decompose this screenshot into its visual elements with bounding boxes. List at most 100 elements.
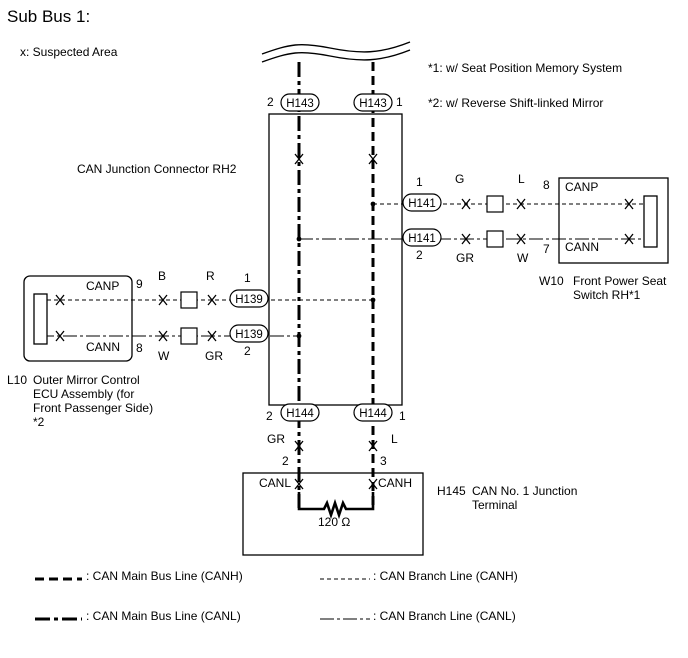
connector-label: H144 (286, 408, 314, 420)
connector-h139-top[interactable]: H139 (229, 289, 269, 308)
inline-connector-square (180, 327, 198, 345)
connector-label: H144 (359, 408, 387, 420)
connector-h139-bottom[interactable]: H139 (229, 324, 269, 343)
x-mark (294, 440, 304, 452)
splice-dot (370, 201, 376, 207)
pin-number: 1 (244, 271, 251, 285)
w10-name: Front Power Seat (573, 274, 667, 288)
splice-dot (296, 333, 302, 339)
wire-color-label: GR (205, 349, 223, 363)
wire-color-label: G (455, 172, 464, 186)
x-mark (207, 330, 217, 342)
x-mark (294, 153, 304, 165)
wire-color-label: L (391, 432, 398, 446)
pin-number: 1 (396, 95, 403, 109)
canp-label: CANP (565, 180, 598, 194)
inline-connector-square (180, 291, 198, 309)
wire-color-label: L (518, 172, 525, 186)
x-mark (294, 478, 304, 490)
connector-label: H141 (408, 198, 436, 210)
splice-dot (370, 297, 376, 303)
x-mark (55, 330, 65, 342)
junction-terminal-box (242, 472, 424, 556)
x-mark (55, 294, 65, 306)
canh-label: CANH (378, 476, 412, 490)
inline-connector-square (486, 230, 504, 248)
legend-main-canh-label: : CAN Main Bus Line (CANH) (86, 569, 243, 583)
connector-h144-left[interactable]: H144 (280, 403, 320, 422)
wire-color-label: W (517, 251, 529, 265)
legend-main-canl-label: : CAN Main Bus Line (CANL) (86, 609, 241, 623)
cann-label: CANN (565, 240, 599, 254)
w10-code: W10 (539, 274, 564, 288)
l10-name-line1: Outer Mirror Control (33, 373, 140, 387)
pin-number: 2 (416, 248, 423, 262)
cann-label: CANN (86, 340, 120, 354)
terminating-resistor (297, 492, 375, 520)
connector-h141-bottom[interactable]: H141 (402, 228, 442, 247)
x-mark (624, 198, 634, 210)
connector-label: H139 (235, 294, 263, 306)
connector-label: H143 (359, 98, 387, 110)
h145-code: H145 (437, 484, 466, 498)
x-mark (516, 233, 526, 245)
pin-number: 2 (266, 409, 273, 423)
switch-terminal-block (643, 195, 658, 248)
connector-h143-right[interactable]: H143 (353, 93, 393, 112)
l10-name-line3: Front Passenger Side) (33, 401, 153, 415)
front-power-seat-switch-box (558, 177, 669, 264)
resistor-label: 120 Ω (318, 515, 350, 529)
l10-name-line4: *2 (33, 415, 45, 429)
legend: : CAN Main Bus Line (CANH) : CAN Main Bu… (35, 569, 518, 623)
w10-name-line2: Switch RH*1 (573, 288, 641, 302)
pin-number: 2 (244, 344, 251, 358)
connector-label: H141 (408, 233, 436, 245)
pin-number: 1 (416, 175, 423, 189)
pin-number: 8 (136, 341, 143, 355)
x-mark (516, 198, 526, 210)
x-mark (158, 330, 168, 342)
canp-label: CANP (86, 279, 119, 293)
pin-number: 8 (543, 178, 550, 192)
x-mark (624, 233, 634, 245)
diagram-title: Sub Bus 1: (7, 7, 90, 26)
pin-number: 2 (267, 95, 274, 109)
cut-line-top (261, 41, 411, 55)
legend-branch-canh-label: : CAN Branch Line (CANH) (373, 569, 518, 583)
x-mark (158, 294, 168, 306)
splice-dot (296, 236, 302, 242)
note-1: *1: w/ Seat Position Memory System (428, 61, 622, 75)
l10-name-line2: ECU Assembly (for (33, 387, 134, 401)
connector-h143-left[interactable]: H143 (280, 93, 320, 112)
x-mark (368, 153, 378, 165)
pin-number: 2 (282, 454, 289, 468)
suspected-area-marks (55, 153, 634, 490)
connector-label: H139 (235, 329, 263, 341)
wire-color-label: B (158, 269, 166, 283)
wire-color-label: W (158, 349, 170, 363)
x-mark (368, 478, 378, 490)
connector-label: H143 (286, 98, 314, 110)
inline-connector-square (486, 195, 504, 213)
l10-code: L10 (7, 373, 27, 387)
x-mark (461, 198, 471, 210)
connector-h141-top[interactable]: H141 (402, 193, 442, 212)
outer-mirror-ecu-box (23, 275, 133, 362)
wire-color-label: GR (456, 251, 474, 265)
suspected-area-note: x: Suspected Area (20, 45, 118, 59)
x-mark (368, 440, 378, 452)
canl-label: CANL (259, 476, 291, 490)
x-mark (461, 233, 471, 245)
wire-color-label: R (206, 269, 215, 283)
ecu-terminal-block (33, 293, 48, 345)
x-mark (207, 294, 217, 306)
h145-name: CAN No. 1 Junction (472, 484, 577, 498)
connector-h144-right[interactable]: H144 (353, 403, 393, 422)
wire-color-label: GR (267, 432, 285, 446)
cut-line-bottom (261, 49, 411, 63)
junction-connector-label: CAN Junction Connector RH2 (77, 162, 237, 176)
junction-connector-box (268, 113, 403, 406)
pin-number: 3 (380, 454, 387, 468)
pin-number: 9 (136, 277, 143, 291)
